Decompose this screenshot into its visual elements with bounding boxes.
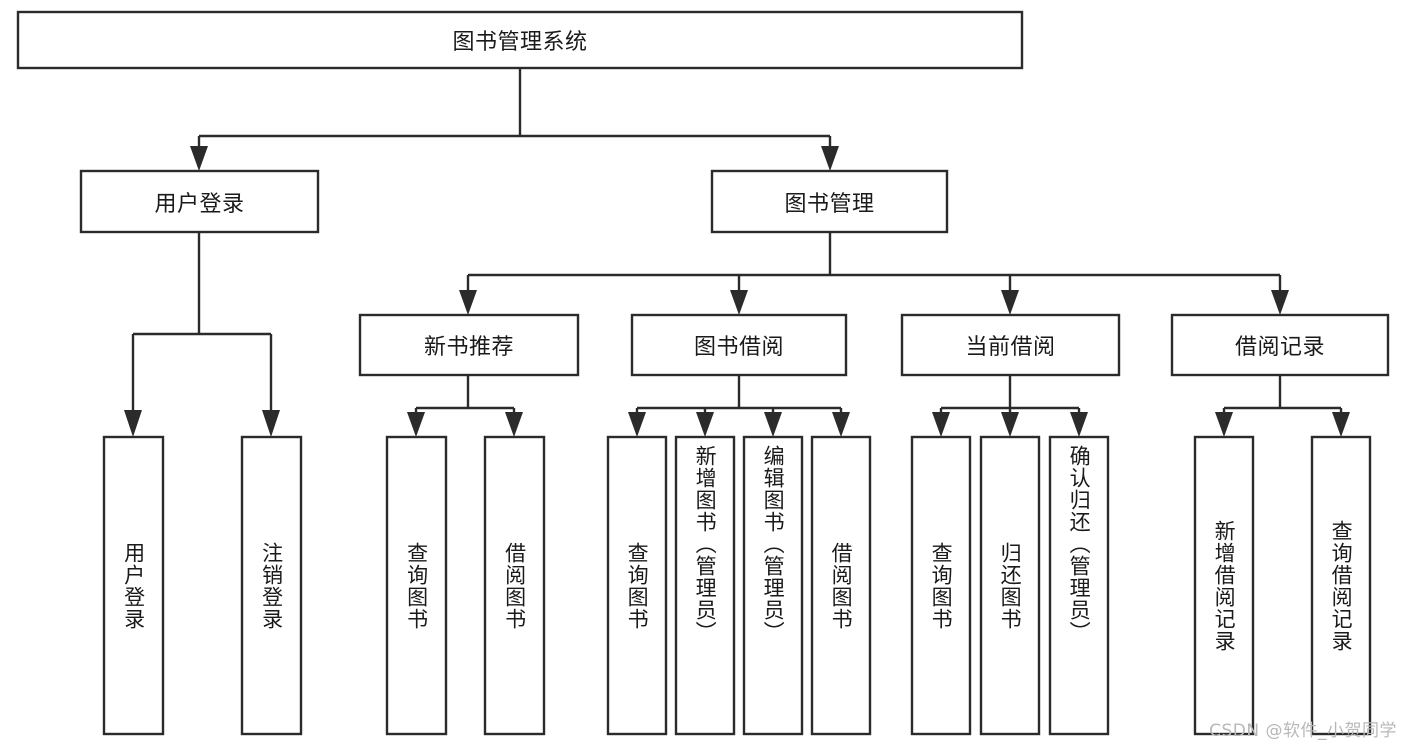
connector-group-book-manage bbox=[459, 232, 1289, 315]
node-box-leaf-cb-3[interactable] bbox=[1048, 435, 1110, 736]
arrowhead-br-leaf-1 bbox=[1215, 412, 1233, 437]
node-box-book-manage[interactable] bbox=[710, 169, 949, 234]
node-box-leaf-user-login-1[interactable] bbox=[102, 435, 165, 736]
node-box-user-login[interactable] bbox=[79, 169, 320, 234]
node-box-new-book-recommend[interactable] bbox=[358, 313, 580, 377]
node-box-current-borrow[interactable] bbox=[900, 313, 1121, 377]
arrowhead-current-borrow bbox=[1001, 290, 1019, 315]
arrowhead-bb-leaf-1 bbox=[628, 412, 646, 437]
arrowhead-br-leaf-2 bbox=[1332, 412, 1350, 437]
arrowhead-nbr-leaf-1 bbox=[407, 412, 425, 437]
node-box-borrow-record[interactable] bbox=[1170, 313, 1390, 377]
node-box-root[interactable] bbox=[16, 10, 1024, 70]
connector-group-user-login bbox=[124, 232, 280, 437]
node-box-leaf-cb-1[interactable] bbox=[910, 435, 972, 736]
arrowhead-book-borrow bbox=[730, 290, 748, 315]
connector-group-borrow-record bbox=[1215, 375, 1350, 437]
arrowhead-bb-leaf-2 bbox=[696, 412, 714, 437]
node-box-leaf-br-1[interactable] bbox=[1193, 435, 1255, 736]
arrowhead-user-login bbox=[190, 146, 208, 171]
arrowhead-new-book-recommend bbox=[459, 290, 477, 315]
node-box-leaf-bb-4[interactable] bbox=[810, 435, 872, 736]
arrowhead-nbr-leaf-2 bbox=[505, 412, 523, 437]
arrowhead-cb-leaf-1 bbox=[932, 412, 950, 437]
connector-group-current-borrow bbox=[932, 375, 1088, 437]
arrowhead-borrow-record bbox=[1271, 290, 1289, 315]
node-box-leaf-cb-2[interactable] bbox=[979, 435, 1041, 736]
arrowhead-book-manage bbox=[821, 146, 839, 171]
node-box-leaf-bb-2[interactable] bbox=[674, 435, 736, 736]
arrowhead-user-login-leaf-1 bbox=[124, 410, 142, 437]
node-box-leaf-bb-3[interactable] bbox=[742, 435, 804, 736]
node-box-leaf-bb-1[interactable] bbox=[606, 435, 668, 736]
arrowhead-cb-leaf-2 bbox=[1001, 412, 1019, 437]
node-box-leaf-nbr-2[interactable] bbox=[483, 435, 546, 736]
connector-group-new-book-recommend bbox=[407, 375, 523, 437]
arrowhead-bb-leaf-4 bbox=[832, 412, 850, 437]
arrowhead-bb-leaf-3 bbox=[764, 412, 782, 437]
arrowhead-cb-leaf-3 bbox=[1070, 412, 1088, 437]
node-box-leaf-br-2[interactable] bbox=[1310, 435, 1372, 736]
node-box-leaf-user-login-2[interactable] bbox=[240, 435, 303, 736]
connector-group-root bbox=[190, 68, 839, 171]
node-box-leaf-nbr-1[interactable] bbox=[385, 435, 448, 736]
connector-group-book-borrow bbox=[628, 375, 850, 437]
node-box-book-borrow[interactable] bbox=[630, 313, 848, 377]
arrowhead-user-login-leaf-2 bbox=[262, 410, 280, 437]
